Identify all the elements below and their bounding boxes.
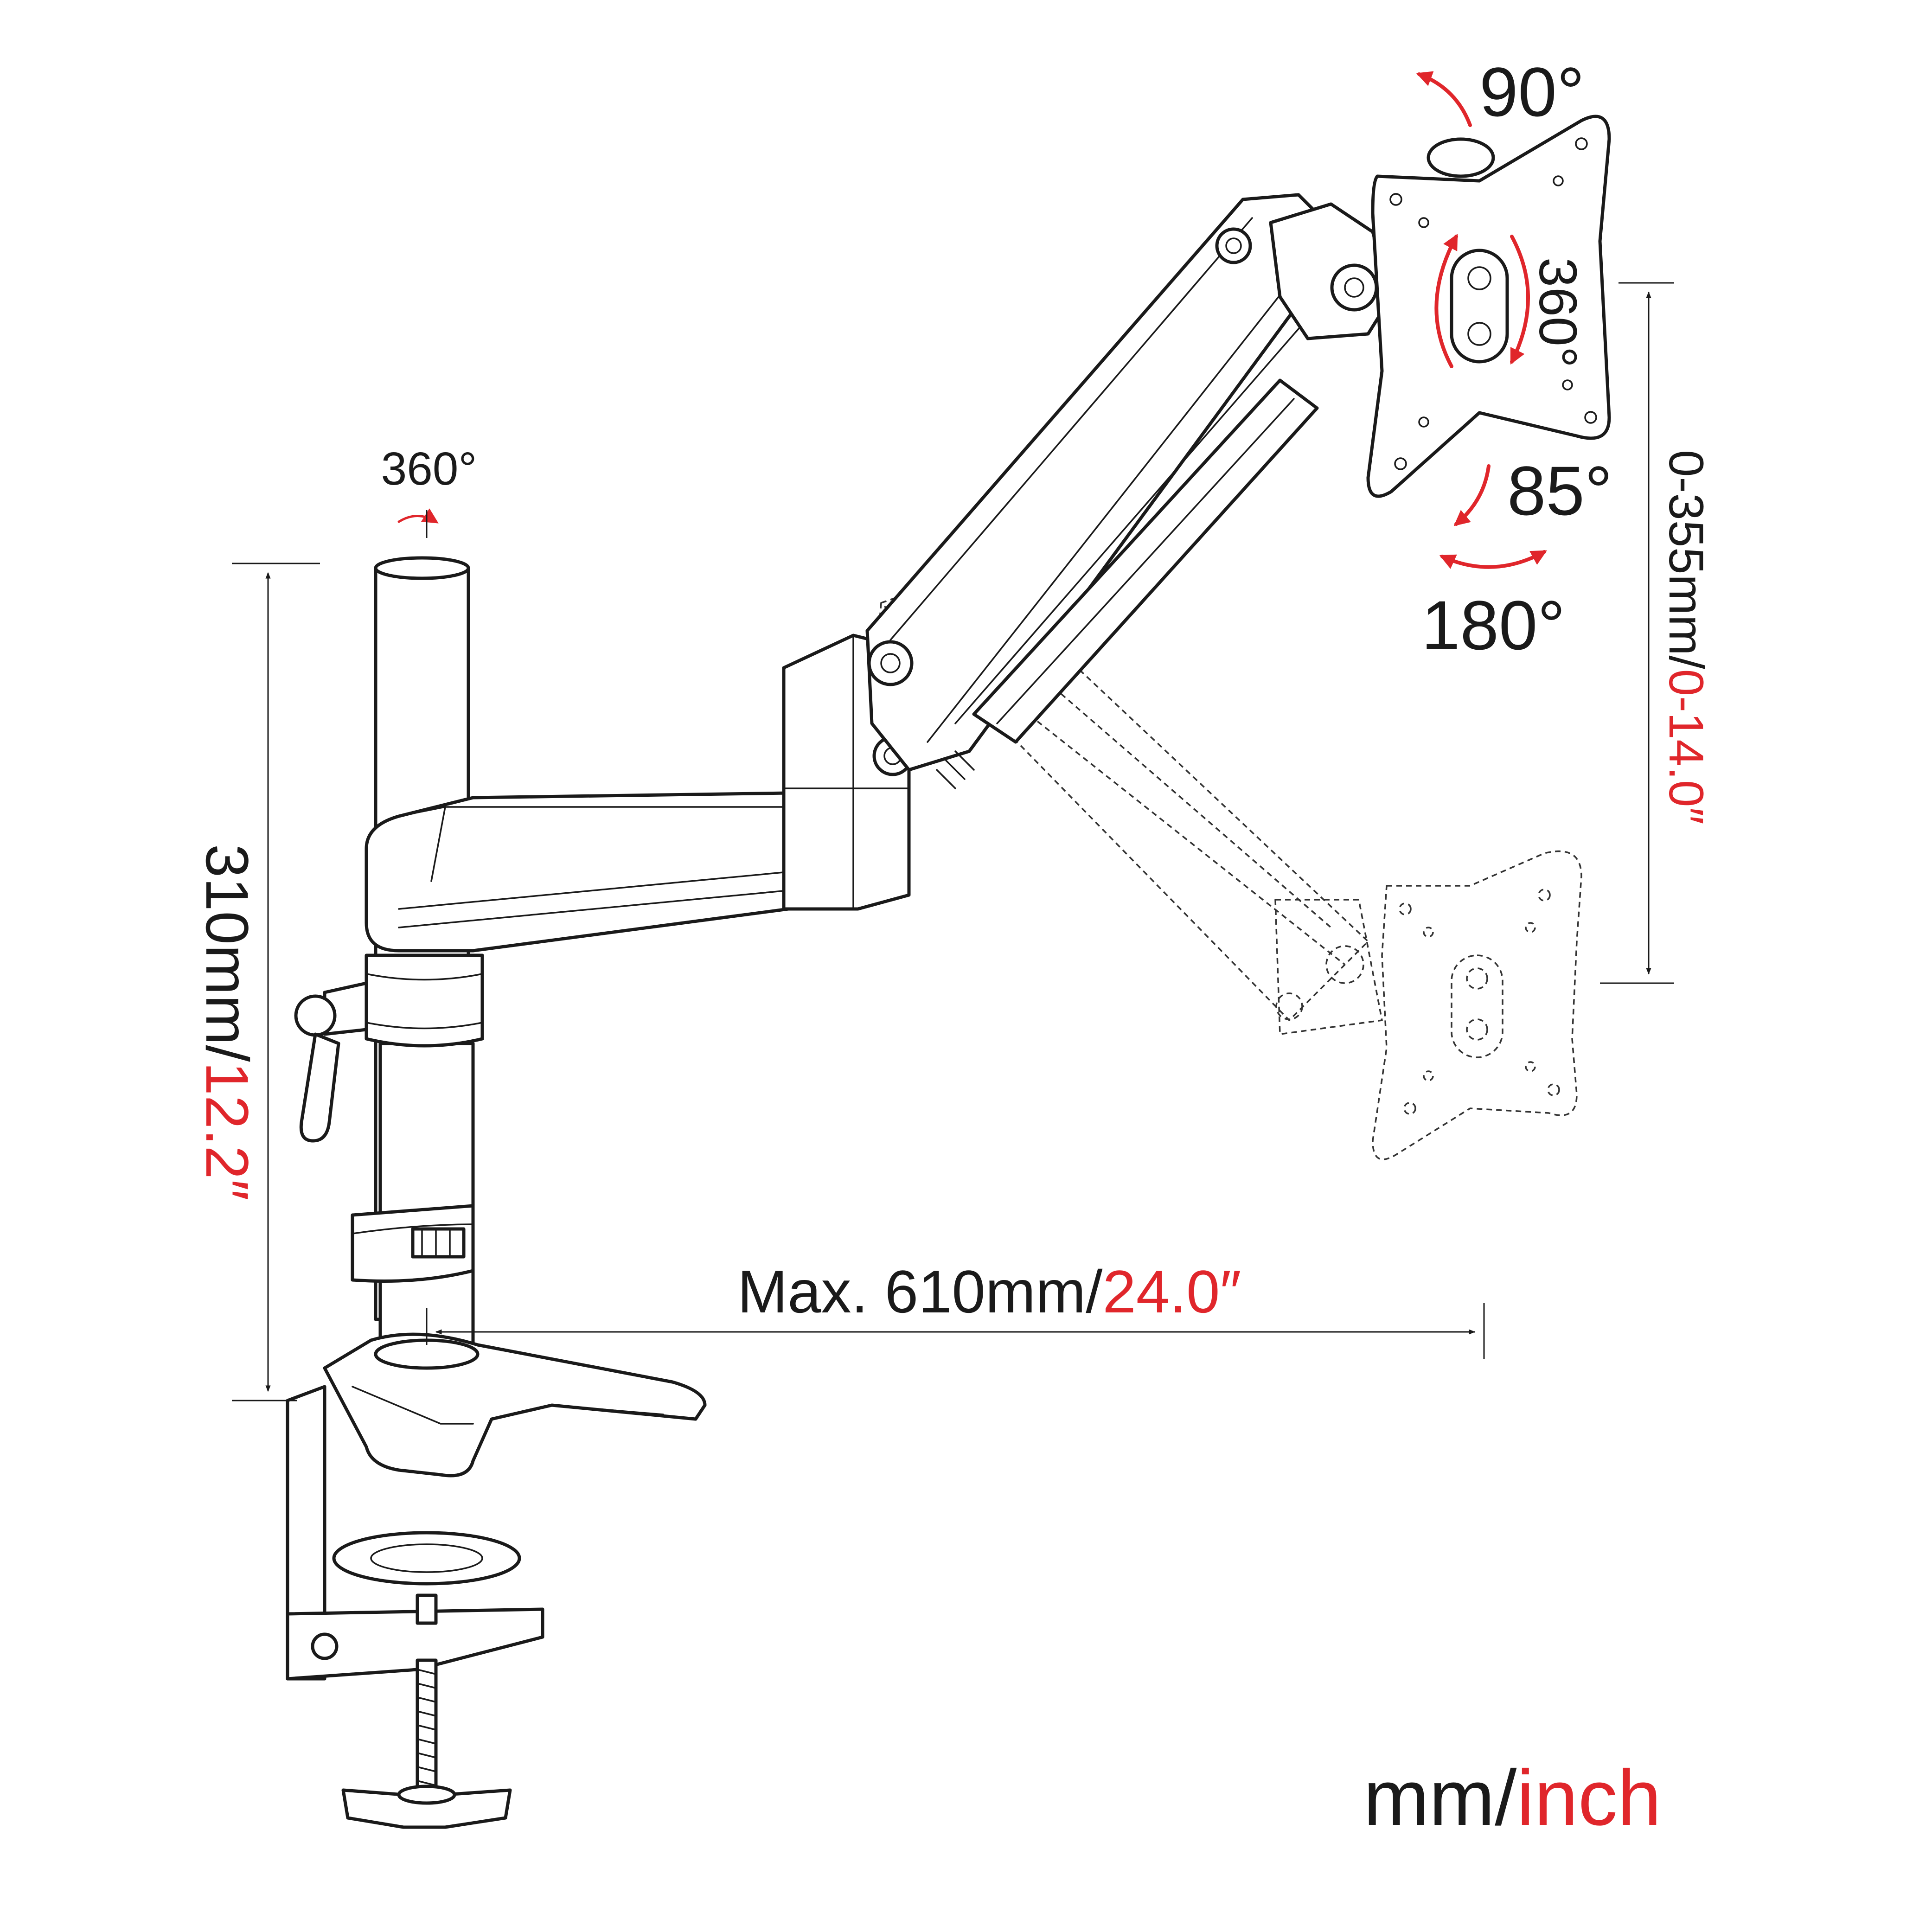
upper-arm: [865, 193, 1333, 789]
vesa-slot: [1450, 249, 1509, 364]
vertical-travel-dimension: [1600, 282, 1674, 984]
reach-label: Max. 610mm/24.0″: [737, 1258, 1241, 1325]
reach-in: 24.0″: [1102, 1258, 1241, 1325]
desk-base: [323, 1332, 707, 1478]
pole-height-mm: 310mm/: [193, 844, 261, 1062]
pole-rotation-label: 360°: [381, 443, 477, 495]
units-legend-mm: mm/: [1363, 1754, 1517, 1842]
vesa-plate: [1366, 115, 1611, 498]
cable-clip: [351, 1204, 475, 1283]
vertical-travel-mm: 0-355mm/: [1659, 450, 1713, 669]
rotation-arrow-icon-2: [1434, 233, 1458, 368]
swivel-arrow-icon: [1439, 550, 1547, 569]
height-collar: [365, 953, 484, 1048]
pole-height-dimension: [232, 563, 320, 1401]
reach-dimension: [426, 1303, 1485, 1359]
swivel-label: 180°: [1421, 586, 1565, 664]
units-legend: mm/inch: [1363, 1754, 1661, 1842]
pole-height-in: 12.2″: [193, 1062, 261, 1201]
lower-arm: [365, 633, 913, 953]
pole-height-label: 310mm/12.2″: [193, 844, 261, 1201]
swivel-tilt-arrow-icon: [1453, 464, 1491, 526]
rotation-arrow-icon: [1510, 235, 1530, 365]
vertical-travel-label: 0-355mm/0-14.0″: [1659, 450, 1713, 825]
c-clamp: [286, 1385, 544, 1829]
swivel-tilt-label: 85°: [1507, 452, 1612, 530]
reach-mm: Max. 610mm/: [737, 1258, 1103, 1325]
locking-handle: [294, 981, 368, 1143]
rotation-label: 360°: [1528, 257, 1587, 368]
units-legend-inch: inch: [1516, 1754, 1661, 1842]
pole-rotation-icon: [397, 508, 439, 538]
tilt-arrow-icon: [1416, 71, 1472, 127]
vertical-travel-in: 0-14.0″: [1659, 669, 1713, 825]
tilt-label: 90°: [1479, 53, 1585, 131]
